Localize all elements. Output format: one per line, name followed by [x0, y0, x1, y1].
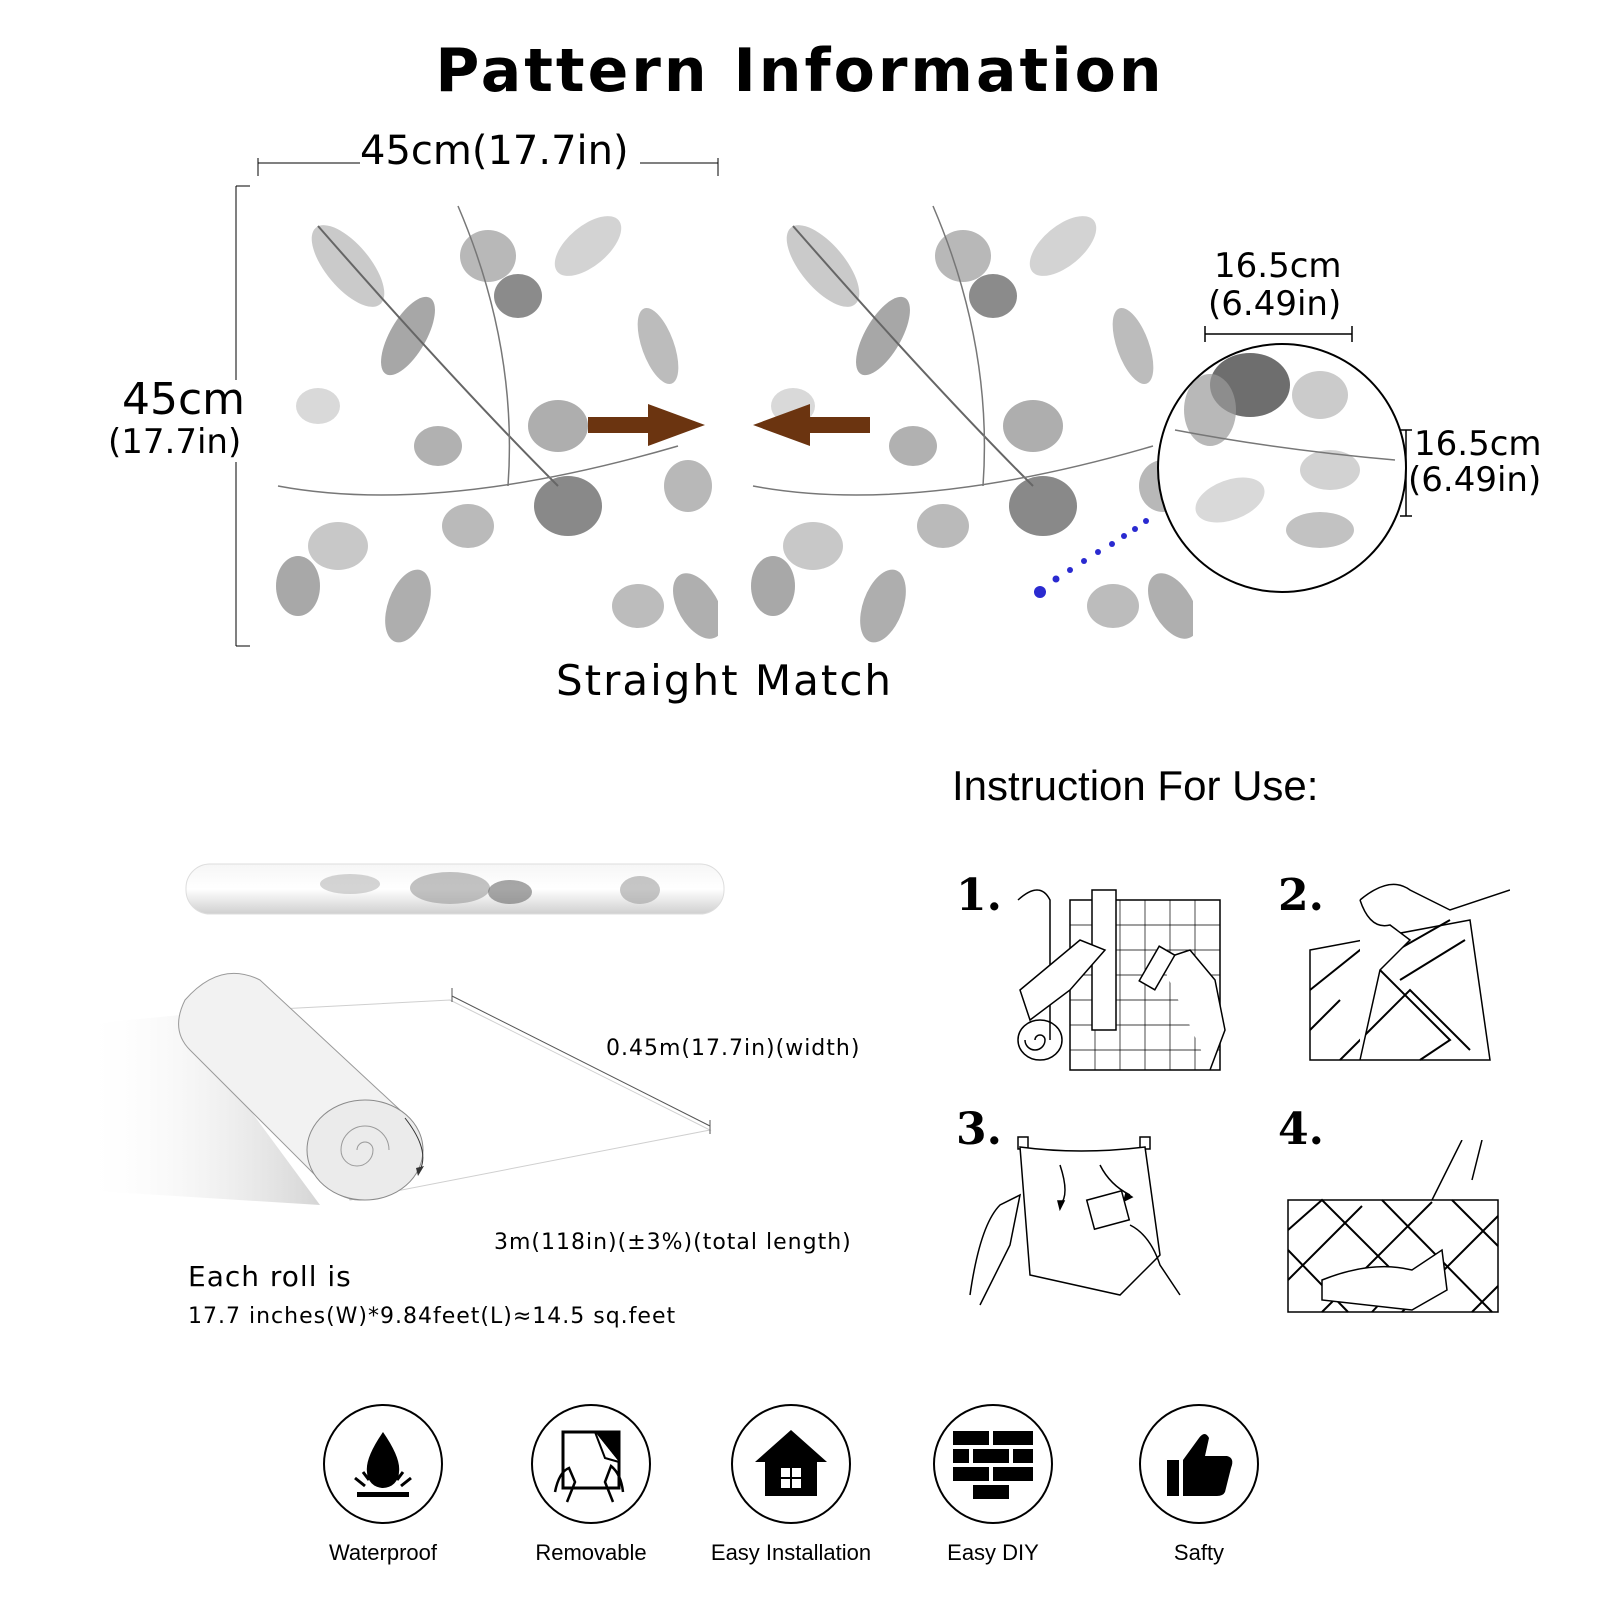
feature-label: Removable	[535, 1540, 647, 1565]
step-4-number: 4.	[1278, 1104, 1324, 1155]
unrolled-sheet	[80, 972, 712, 1205]
match-arrow-left-icon	[753, 404, 870, 446]
feature-safty: Safty	[1094, 1404, 1304, 1566]
peel-hands-icon	[531, 1404, 651, 1524]
match-type-label: Straight Match	[556, 656, 894, 705]
step-3-illustration	[969, 1136, 1181, 1306]
roll-size-detail: 17.7 inches(W)*9.84feet(L)≈14.5 sq.feet	[188, 1304, 677, 1329]
step-2-illustration	[1309, 883, 1510, 1061]
match-arrow-right-icon	[588, 404, 705, 446]
zoom-connector-dots	[1034, 518, 1149, 598]
instructions-heading: Instruction For Use:	[952, 762, 1319, 809]
brick-wall-icon	[933, 1404, 1053, 1524]
step-3-number: 3.	[956, 1104, 1002, 1155]
water-drop-icon	[323, 1404, 443, 1524]
repeat-vertical-cm: 16.5cm	[1414, 424, 1542, 464]
each-roll-heading: Each roll is	[188, 1260, 352, 1293]
repeat-horizontal-in: (6.49in)	[1208, 284, 1342, 324]
pattern-height-in: (17.7in)	[108, 422, 242, 462]
pattern-height-cm: 45cm	[122, 374, 246, 425]
feature-easy-installation: Easy Installation	[686, 1404, 896, 1566]
feature-label: Easy DIY	[947, 1540, 1039, 1565]
thumbs-up-icon	[1139, 1404, 1259, 1524]
feature-easy-diy: Easy DIY	[888, 1404, 1098, 1566]
roll-width-label: 0.45m(17.7in)(width)	[606, 1036, 861, 1061]
feature-label: Safty	[1173, 1540, 1225, 1565]
repeat-horizontal-cm: 16.5cm	[1214, 246, 1342, 286]
pattern-dimension-lines	[235, 158, 1412, 647]
step-1-illustration	[1017, 889, 1226, 1071]
step-4-illustration	[1287, 1140, 1499, 1313]
page-title: Pattern Information	[435, 36, 1165, 106]
feature-label: Waterproof	[328, 1540, 437, 1565]
roll-illustration	[80, 863, 725, 1205]
rolled-tube	[185, 863, 725, 915]
feature-removable: Removable	[486, 1404, 696, 1566]
roll-length-label: 3m(118in)(±3%)(total length)	[494, 1230, 852, 1255]
feature-label: Easy Installation	[710, 1540, 872, 1565]
feature-waterproof: Waterproof	[278, 1404, 488, 1566]
step-1-number: 1.	[956, 870, 1002, 921]
pattern-width-label: 45cm(17.7in)	[360, 128, 629, 174]
pattern-zoom-circle	[1157, 343, 1407, 593]
pattern-panel-left	[258, 186, 718, 646]
repeat-vertical-in: (6.49in)	[1408, 460, 1542, 500]
step-2-number: 2.	[1278, 870, 1324, 921]
house-icon	[731, 1404, 851, 1524]
